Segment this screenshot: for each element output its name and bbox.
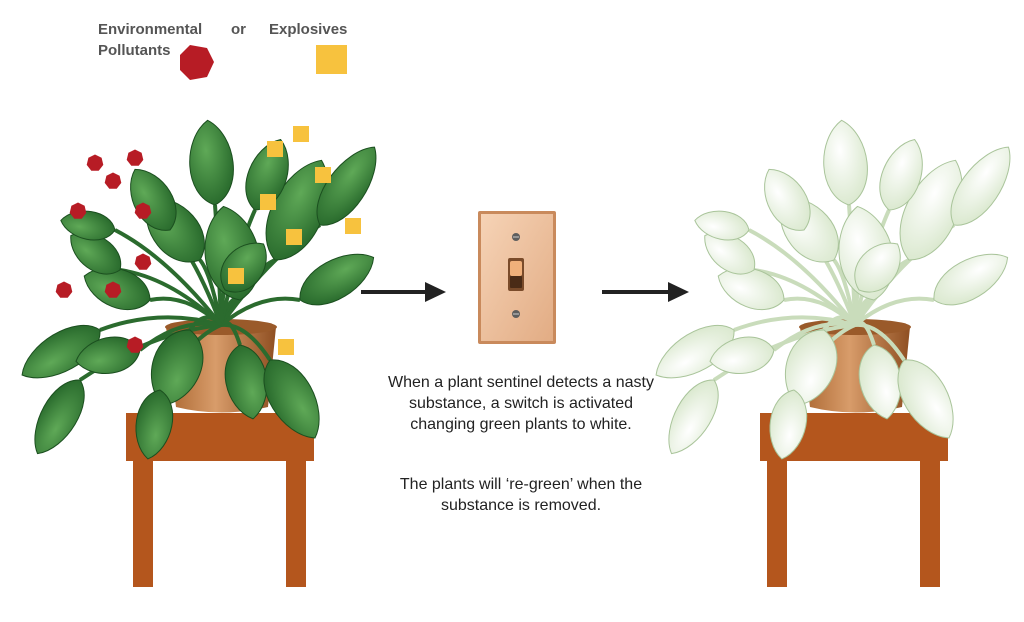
plant-leaf [933,253,1009,306]
pollutant-hexagon-icon [180,45,214,80]
legend-explosives-label: Explosives [269,21,348,38]
plant-leaf [189,119,234,206]
light-switch-icon [478,211,556,344]
plant-leaf [60,210,116,241]
arrow-right-icon [602,282,689,302]
plant-stem [853,296,935,327]
plant-leaf [75,336,141,375]
plant-leaf [694,210,750,241]
plant-leaf [263,359,320,439]
pollutant-hexagon-icon [69,202,87,219]
legend-pollutants-label: Environmental Pollutants [98,21,203,59]
explosive-square-icon [228,268,244,284]
plant-leaf [224,344,268,420]
caption-paragraph-1: When a plant sentinel detects a nasty su… [388,374,654,433]
plant-leaf [899,159,963,261]
plant-leaf [316,146,377,226]
pollutant-hexagon-icon [126,149,144,166]
plant-leaf [950,146,1011,226]
explosive-particles [228,126,361,355]
pollutant-hexagon-icon [86,154,104,171]
left-plant-leaves [21,119,377,460]
plant-leaf [245,138,289,211]
plant-stem [854,322,906,362]
explosive-square-icon [286,229,302,245]
plant-leaf [299,253,375,306]
explosive-square-icon [278,339,294,355]
explosive-square-icon [293,126,309,142]
explosive-square-icon [260,194,276,210]
plant-leaf [135,389,174,460]
plant-leaf [704,232,756,275]
left-plant-stems [78,204,322,392]
caption-paragraph-2: The plants will ‘re-green’ when the subs… [399,476,643,514]
explosive-square-icon [316,45,347,74]
legend-or-label: or [231,21,246,38]
plant-leaf [769,389,808,460]
plant-leaf [717,267,785,310]
plant-leaf [265,159,329,261]
plant-stem [772,321,856,352]
plant-stem [748,228,857,327]
plant-stem [119,268,223,327]
plant-leaf [854,242,901,293]
plant-leaf [879,138,923,211]
plant-stem [220,322,272,362]
pollutant-hexagon-icon [104,281,122,298]
pollutant-hexagon-icon [55,281,73,298]
pollutant-hexagon-icon [126,336,144,353]
plant-leaf [668,379,719,455]
plant-leaf [897,359,954,439]
pollutant-hexagon-icon [134,253,152,270]
plant-leaf [34,379,85,455]
pollutant-hexagon-icon [104,172,122,189]
arrow-right-icon [361,282,446,302]
plant-stem [753,268,857,327]
plant-stem [138,321,222,352]
plant-leaf [858,344,902,420]
plant-leaf [70,232,122,275]
plant-leaf [709,336,775,375]
right-plant-leaves [655,119,1011,460]
plant-stem [114,228,223,327]
explosive-square-icon [345,218,361,234]
pollutant-hexagon-icon [134,202,152,219]
plant-leaf [764,168,811,231]
explosive-square-icon [267,141,283,157]
plant-stem [219,296,301,327]
pollutant-particles [55,149,152,353]
plant-leaf [823,119,868,206]
explosive-square-icon [315,167,331,183]
